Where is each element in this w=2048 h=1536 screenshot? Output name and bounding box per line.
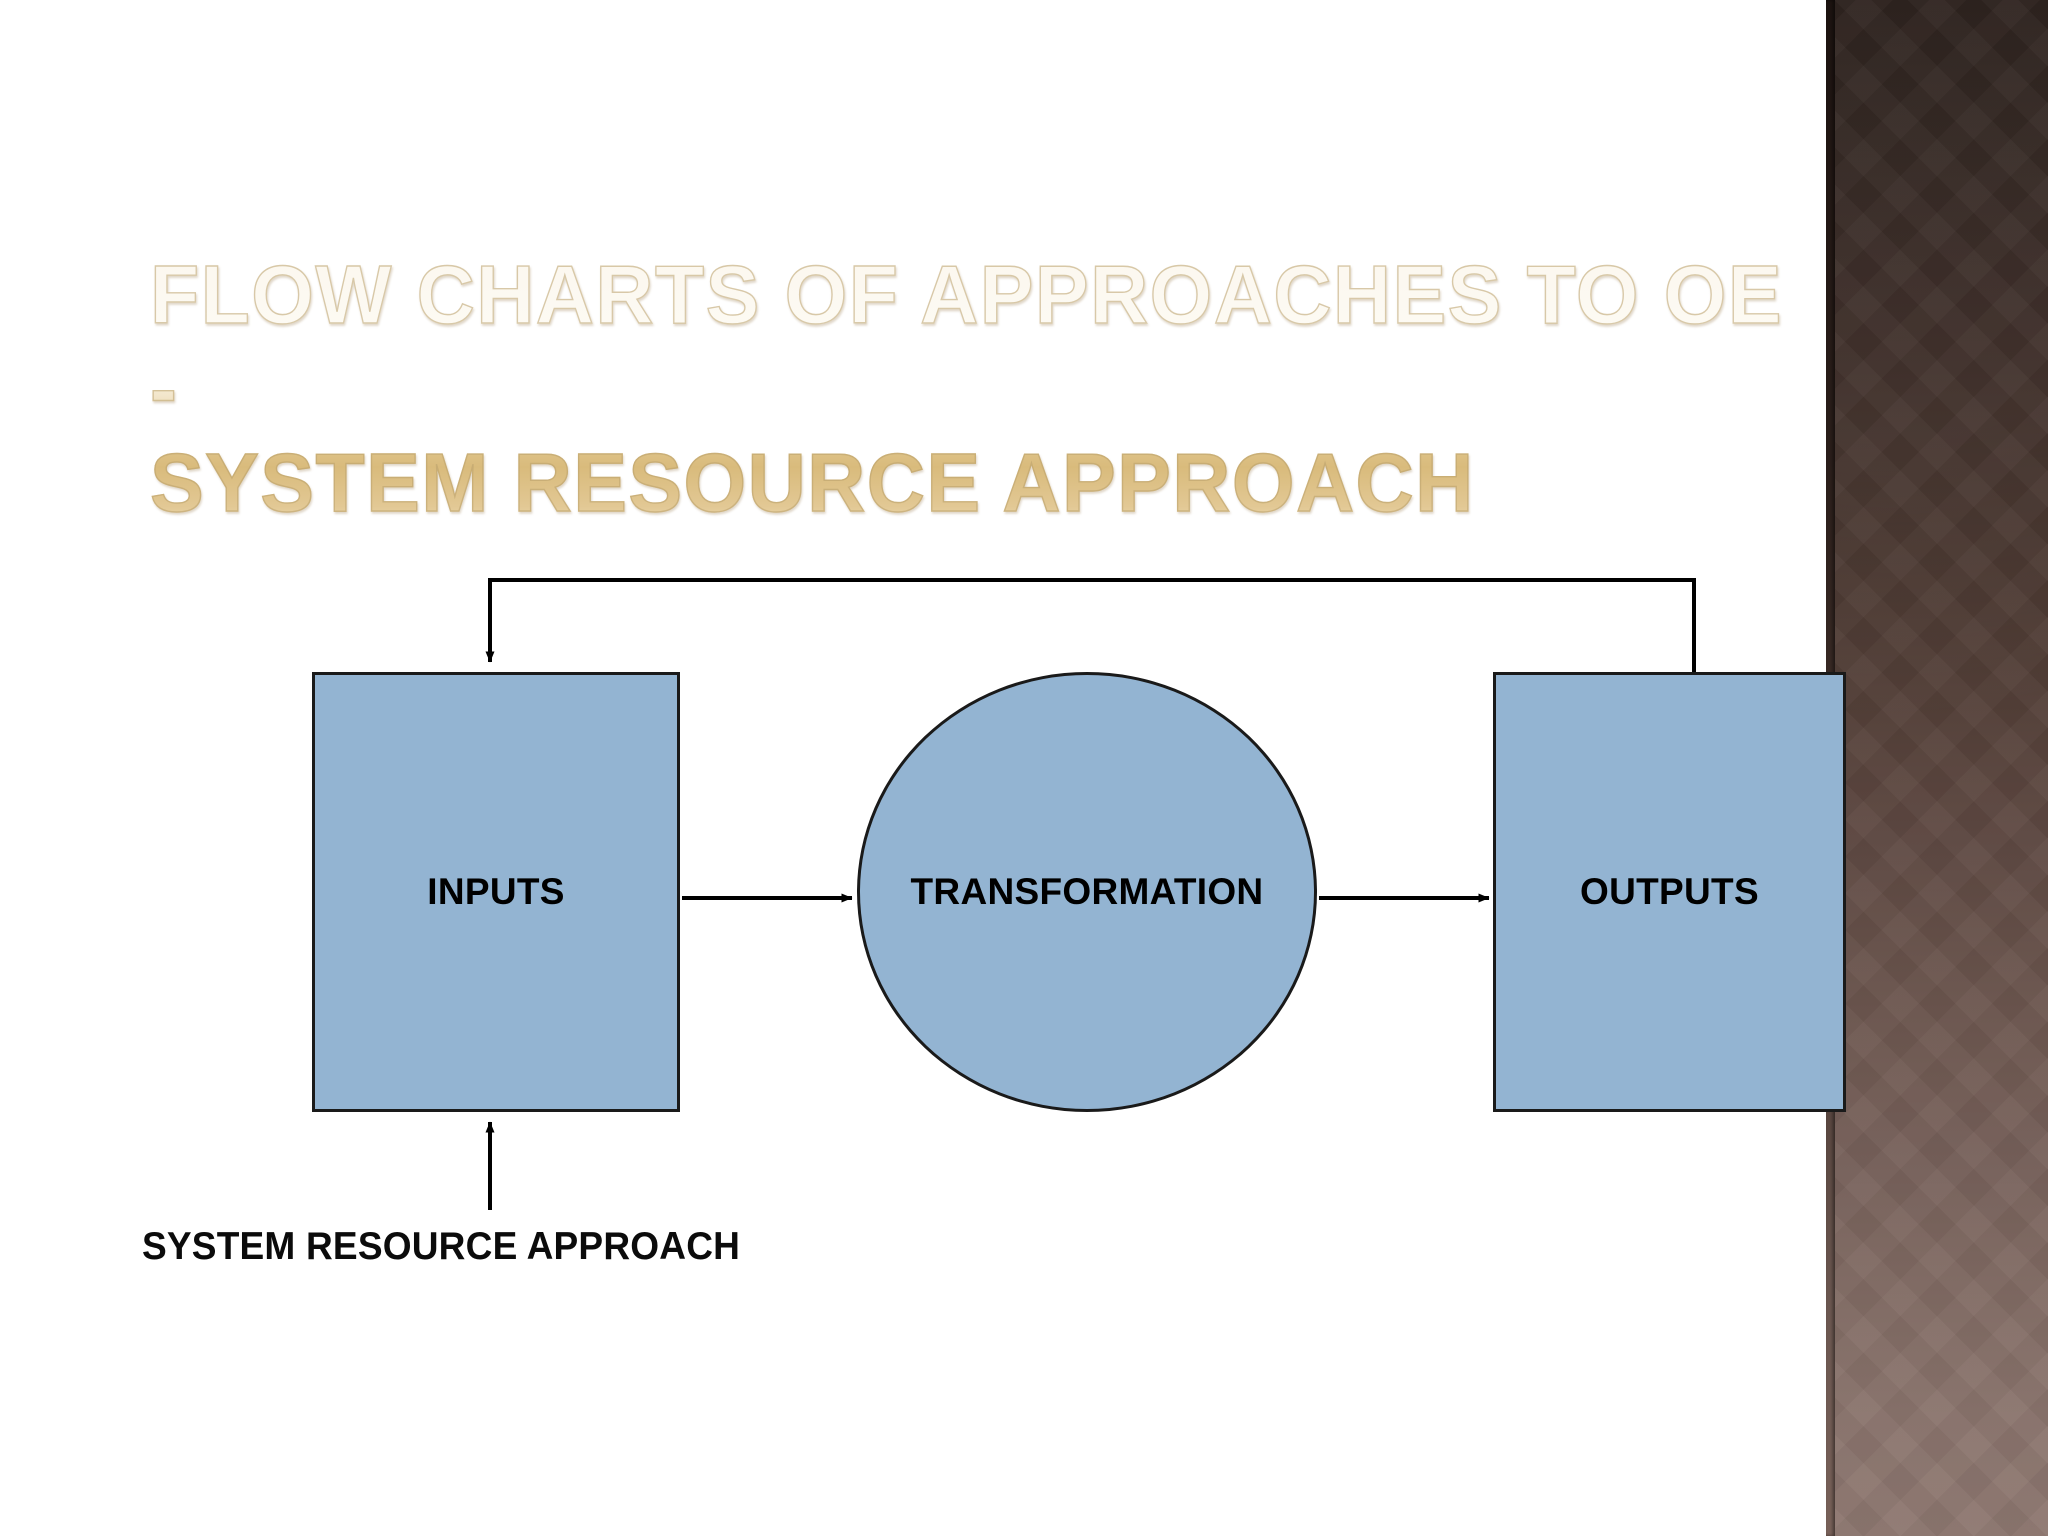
- flowchart-node-inputs-label: INPUTS: [427, 871, 565, 912]
- flowchart-node-transformation-label: TRANSFORMATION: [910, 871, 1264, 912]
- flowchart-annotation-label: SYSTEM RESOURCE APPROACH: [142, 1225, 741, 1268]
- flowchart-node-inputs[interactable]: INPUTS: [312, 672, 680, 1112]
- flowchart-node-transformation[interactable]: TRANSFORMATION: [857, 672, 1317, 1112]
- decorative-side-panel: [1826, 0, 2048, 1536]
- panel-texture-overlay: [1826, 0, 2048, 1536]
- slide-title: FLOW CHARTS OF APPROACHES TO OE - SYSTEM…: [149, 247, 1828, 529]
- flowchart-node-outputs-label: OUTPUTS: [1580, 871, 1759, 912]
- flowchart-node-outputs[interactable]: OUTPUTS: [1493, 672, 1846, 1112]
- edge-outputs-feedback-to-inputs: [485, 578, 1696, 672]
